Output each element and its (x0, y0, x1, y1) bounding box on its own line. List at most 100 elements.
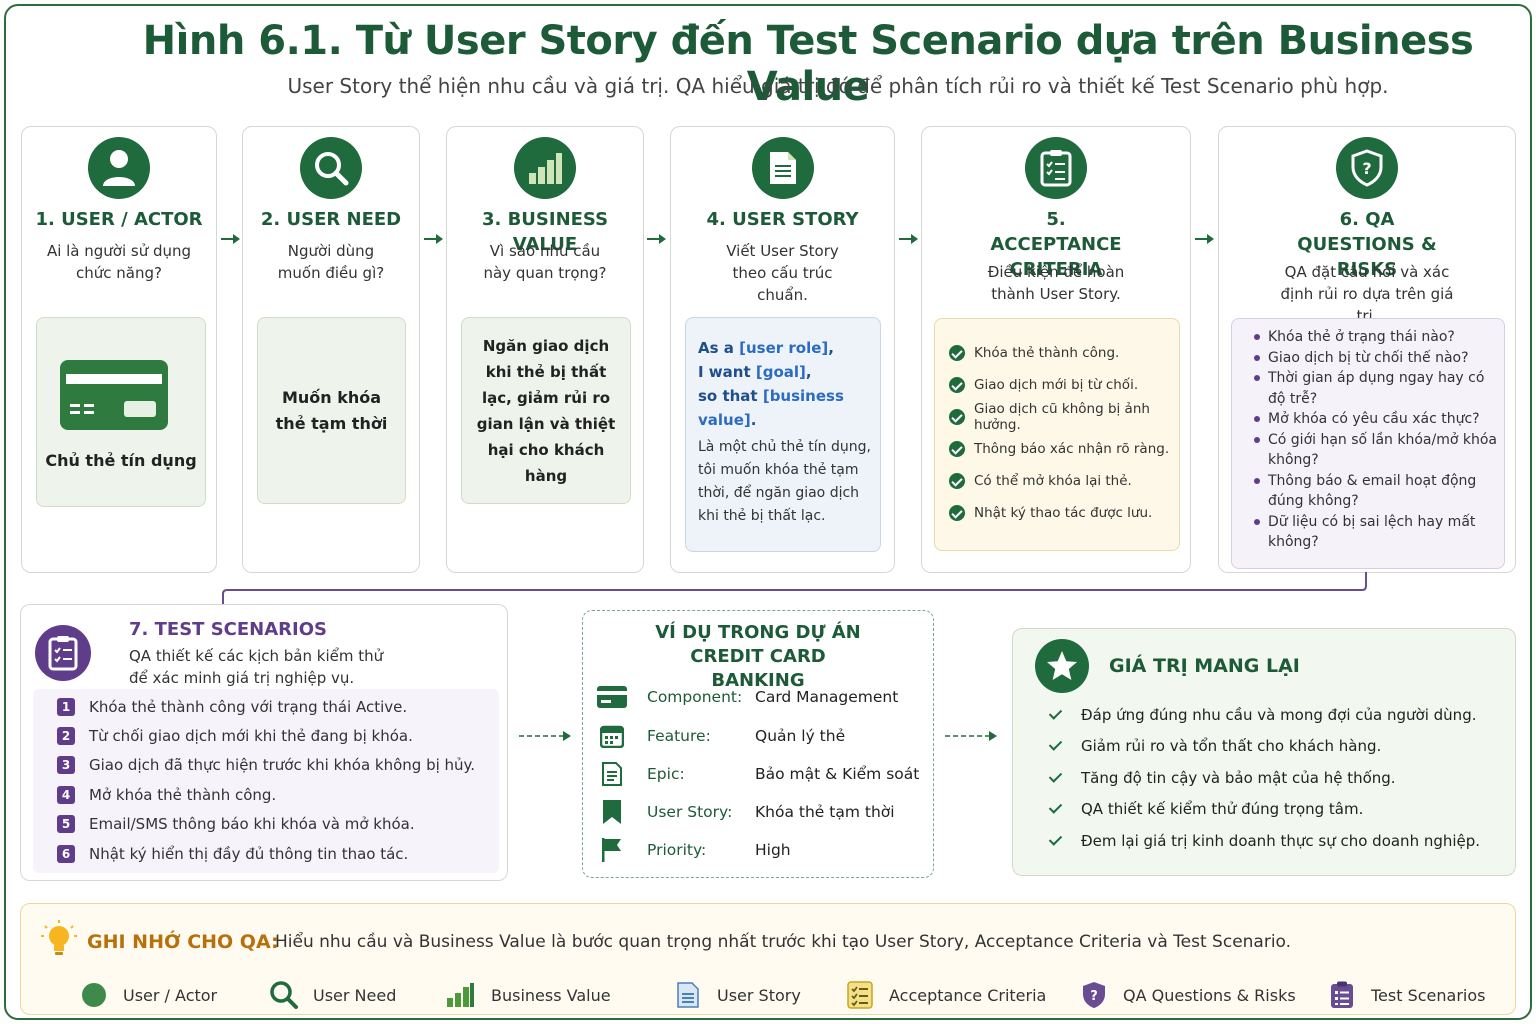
card-icon (597, 685, 627, 709)
list-item: Có giới hạn số lần khóa/mở khóa không? (1244, 430, 1498, 471)
search-icon (300, 137, 362, 199)
arrow-right-icon (221, 234, 240, 244)
figure-title: Hình 6.1. Từ User Story đến Test Scenari… (142, 18, 1474, 110)
test-scenarios-description: QA thiết kế các kịch bản kiểm thử để xác… (129, 647, 384, 687)
test-scenarios-card: 7. TEST SCENARIOS QA thiết kế các kịch b… (20, 604, 508, 881)
step-business-value: 3. BUSINESS VALUE Vì sao nhu cầu này qua… (446, 126, 644, 573)
calendar-icon (597, 724, 627, 748)
figure-subtitle: User Story thể hiện nhu cầu và giá trị. … (287, 74, 1389, 98)
list-item: QA thiết kế kiểm thử đúng trọng tâm. (1049, 794, 1480, 826)
list-item: Giao dịch bị từ chối thế nào? (1244, 348, 1498, 369)
qa-questions-list: Khóa thẻ ở trạng thái nào? Giao dịch bị … (1244, 327, 1498, 553)
note-text: Hiểu nhu cầu và Business Value là bước q… (275, 932, 1292, 952)
check-circle-icon (949, 441, 965, 457)
step-acceptance-criteria: 5. ACCEPTANCE CRITERIA Điều kiện để hoàn… (921, 126, 1191, 573)
legend-user-actor: User / Actor (79, 980, 217, 1010)
user-story-box: As a [user role], I want [goal], so that… (685, 317, 881, 552)
test-scenarios-title: 7. TEST SCENARIOS (129, 619, 327, 640)
legend-test-scenarios: Test Scenarios (1327, 980, 1485, 1010)
example-row-epic: Epic:Bảo mật & Kiểm soát (597, 758, 927, 790)
list-document-icon (597, 762, 627, 786)
check-circle-icon (949, 345, 965, 361)
shield-question-icon: ? (1336, 137, 1398, 199)
list-item: Dữ liệu có bị sai lệch hay mất không? (1244, 512, 1498, 553)
example-row-priority: Priority:High (597, 834, 927, 866)
list-item: Tăng độ tin cậy và bảo mật của hệ thống. (1049, 762, 1480, 794)
legend-user-story: User Story (673, 980, 801, 1010)
value-card: GIÁ TRỊ MANG LẠI Đáp ứng đúng nhu cầu và… (1012, 628, 1516, 876)
document-icon (751, 137, 814, 199)
list-item: Thông báo & email hoạt động đúng không? (1244, 471, 1498, 512)
document-icon (673, 980, 703, 1010)
list-item: Khóa thẻ thành công. (949, 337, 1173, 369)
value-title: GIÁ TRỊ MANG LẠI (1109, 655, 1300, 677)
legend-business-value: Business Value (445, 980, 611, 1010)
list-item: Khóa thẻ ở trạng thái nào? (1244, 327, 1498, 348)
step-title: 5. ACCEPTANCE CRITERIA (990, 209, 1122, 280)
step-title: 1. USER / ACTOR (35, 209, 203, 230)
svg-text:?: ? (1090, 989, 1098, 1004)
step-user-need: 2. USER NEED Người dùng muốn điều gì? Mu… (242, 126, 420, 573)
step-description: QA đặt câu hỏi và xác định rủi ro dựa tr… (1280, 263, 1454, 325)
legend-qa-questions-risks: ? QA Questions & Risks (1079, 980, 1296, 1010)
list-item: Giao dịch cũ không bị ảnh hưởng. (949, 401, 1173, 433)
step-description: Điều kiện để hoàn thành User Story. (987, 263, 1125, 303)
need-box: Muốn khóa thẻ tạm thời (257, 317, 406, 504)
check-circle-icon (949, 505, 965, 521)
bookmark-icon (597, 800, 627, 824)
list-item: Mở khóa có yêu cầu xác thực? (1244, 409, 1498, 430)
list-item: Giảm rủi ro và tổn thất cho khách hàng. (1049, 731, 1480, 763)
example-row-feature: Feature:Quản lý thẻ (597, 720, 927, 752)
check-circle-icon (949, 409, 965, 425)
step-title: 6. QA QUESTIONS & RISKS (1297, 209, 1437, 280)
check-icon (1049, 804, 1063, 814)
arrow-right-icon (1195, 234, 1214, 244)
step-description: Ai là người sử dụng chức năng? (46, 242, 192, 282)
bar-chart-icon (445, 980, 475, 1010)
user-story-example: Là một chủ thẻ tín dụng, tôi muốn khóa t… (698, 439, 871, 524)
qa-questions-box: Khóa thẻ ở trạng thái nào? Giao dịch bị … (1231, 318, 1505, 569)
step-title: 4. USER STORY (706, 209, 859, 230)
dashed-arrow-icon (519, 731, 571, 741)
flow-connector (222, 572, 1367, 606)
step-description: Viết User Story theo cấu trúc chuẩn. (726, 242, 839, 304)
step-user-actor: 1. USER / ACTOR Ai là người sử dụng chức… (21, 126, 217, 573)
value-list: Đáp ứng đúng nhu cầu và mong đợi của ngư… (1049, 699, 1480, 857)
legend-acceptance-criteria: Acceptance Criteria (845, 980, 1046, 1010)
list-item: Đem lại giá trị kinh doanh thực sự cho d… (1049, 825, 1480, 857)
acceptance-criteria-box: Khóa thẻ thành công. Giao dịch mới bị từ… (934, 318, 1180, 551)
credit-card-icon (60, 360, 168, 430)
step-user-story: 4. USER STORY Viết User Story theo cấu t… (670, 126, 895, 573)
clipboard-icon (1327, 980, 1357, 1010)
user-icon (88, 137, 150, 199)
list-item: Nhật ký thao tác được lưu. (949, 497, 1173, 529)
search-icon (269, 980, 299, 1010)
dashed-arrow-icon (945, 731, 997, 741)
acceptance-criteria-list: Khóa thẻ thành công. Giao dịch mới bị từ… (949, 337, 1173, 529)
bar-chart-icon (514, 137, 576, 199)
step-description: Người dùng muốn điều gì? (277, 242, 385, 282)
actor-label: Chủ thẻ tín dụng (45, 451, 197, 470)
example-row-user-story: User Story:Khóa thẻ tạm thời (597, 796, 927, 828)
user-story-template: As a [user role], I want [goal], so that… (698, 339, 844, 429)
star-icon (1035, 639, 1089, 693)
shield-question-icon: ? (1079, 980, 1109, 1010)
need-label: Muốn khóa thẻ tạm thời (275, 387, 388, 433)
actor-box: Chủ thẻ tín dụng (36, 317, 206, 507)
flag-icon (597, 838, 627, 862)
check-circle-icon (949, 473, 965, 489)
arrow-right-icon (899, 234, 918, 244)
list-item: Có thể mở khóa lại thẻ. (949, 465, 1173, 497)
check-icon (1049, 710, 1063, 720)
business-value-box: Ngăn giao dịch khi thẻ bị thất lạc, giảm… (461, 317, 631, 504)
qa-note-panel: GHI NHỚ CHO QA: Hiểu nhu cầu và Business… (20, 903, 1516, 1015)
clipboard-icon (35, 625, 91, 681)
checklist-icon (845, 980, 875, 1010)
check-circle-icon (949, 377, 965, 393)
